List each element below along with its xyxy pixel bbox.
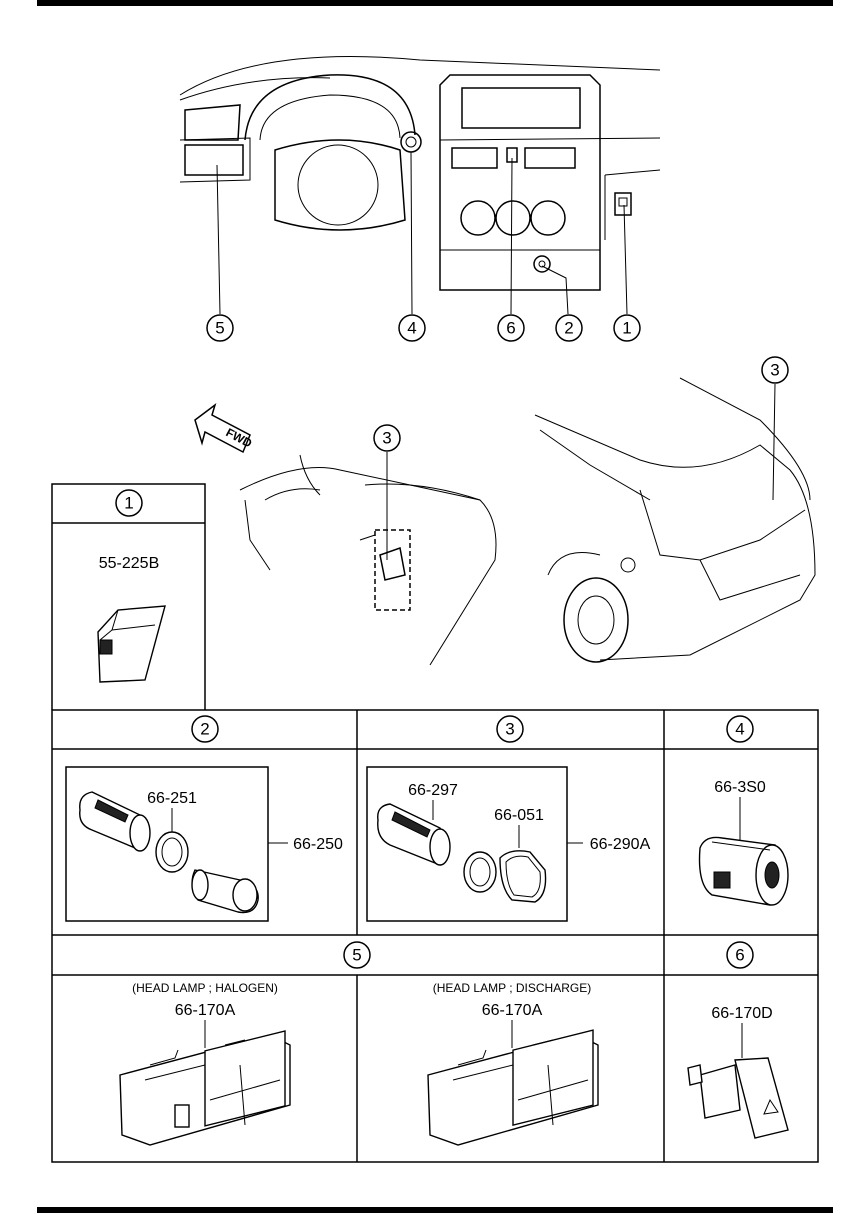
socket-body-illustration	[79, 791, 151, 852]
cell-2: 2 66-251 66-250	[65, 715, 343, 922]
svg-text:4: 4	[407, 319, 416, 338]
cell-5-index: 5	[352, 946, 361, 965]
cell-3: 3 66-297 66-051 66-290A	[366, 715, 651, 922]
ring-illustration	[155, 831, 189, 873]
cell-5: 5 (HEAD LAMP ; HALOGEN) 66-170A (HEAD LA…	[119, 941, 599, 1146]
part-number-55-225B: 55-225B	[99, 555, 160, 572]
overview-callout-2: 2	[555, 314, 583, 342]
console-location-view: 3	[239, 424, 497, 666]
cell-4-index: 4	[735, 720, 744, 739]
cell-6: 6 66-170D	[687, 941, 789, 1139]
fwd-arrow: FWD	[194, 403, 255, 454]
headlamp-switch-halogen-illustration	[119, 1030, 291, 1146]
overview-callout-1: 1	[613, 314, 641, 342]
rear-vehicle-view: 3	[534, 356, 816, 663]
svg-text:1: 1	[622, 319, 631, 338]
part-number-66-170A-halogen: 66-170A	[175, 1002, 236, 1019]
plug-illustration	[191, 869, 259, 914]
dashboard-overview: 5 4 6 2 1	[179, 56, 661, 342]
top-rule	[37, 0, 833, 6]
part-number-66-051: 66-051	[494, 807, 544, 824]
part-number-66-170D: 66-170D	[711, 1005, 772, 1022]
cell-1-index: 1	[124, 494, 133, 513]
svg-text:3: 3	[382, 429, 391, 448]
note-discharge: (HEAD LAMP ; DISCHARGE)	[433, 981, 591, 995]
note-halogen: (HEAD LAMP ; HALOGEN)	[132, 981, 278, 995]
console-callout-3: 3	[373, 424, 401, 452]
cell-3-index: 3	[505, 720, 514, 739]
part-number-66-251: 66-251	[147, 790, 197, 807]
rear-callout-3: 3	[761, 356, 789, 384]
svg-text:5: 5	[215, 319, 224, 338]
cell-2-index: 2	[200, 720, 209, 739]
part-number-66-290A: 66-290A	[590, 836, 651, 853]
overview-callout-6: 6	[497, 314, 525, 342]
svg-text:FWD: FWD	[224, 425, 255, 450]
part-number-66-170A-discharge: 66-170A	[482, 1002, 543, 1019]
hazard-switch-illustration	[687, 1057, 789, 1139]
cell-6-index: 6	[735, 946, 744, 965]
parts-table	[51, 483, 819, 1163]
overview-callout-5: 5	[206, 314, 234, 342]
cover-part-illustration	[97, 605, 166, 683]
part-number-66-250: 66-250	[293, 836, 343, 853]
socket-body-3-illustration	[377, 803, 451, 866]
svg-text:3: 3	[770, 361, 779, 380]
svg-text:2: 2	[564, 319, 573, 338]
bottom-rule	[37, 1207, 833, 1213]
ignition-switch-illustration	[698, 836, 789, 906]
cell-1: 1 55-225B	[97, 489, 166, 683]
cap-illustration	[463, 850, 547, 903]
cell-4: 4 66-3S0	[698, 715, 789, 906]
headlamp-switch-discharge-illustration	[427, 1029, 599, 1146]
svg-text:6: 6	[506, 319, 515, 338]
part-number-66-3S0: 66-3S0	[714, 779, 766, 796]
overview-callout-4: 4	[398, 314, 426, 342]
part-number-66-297: 66-297	[408, 782, 458, 799]
